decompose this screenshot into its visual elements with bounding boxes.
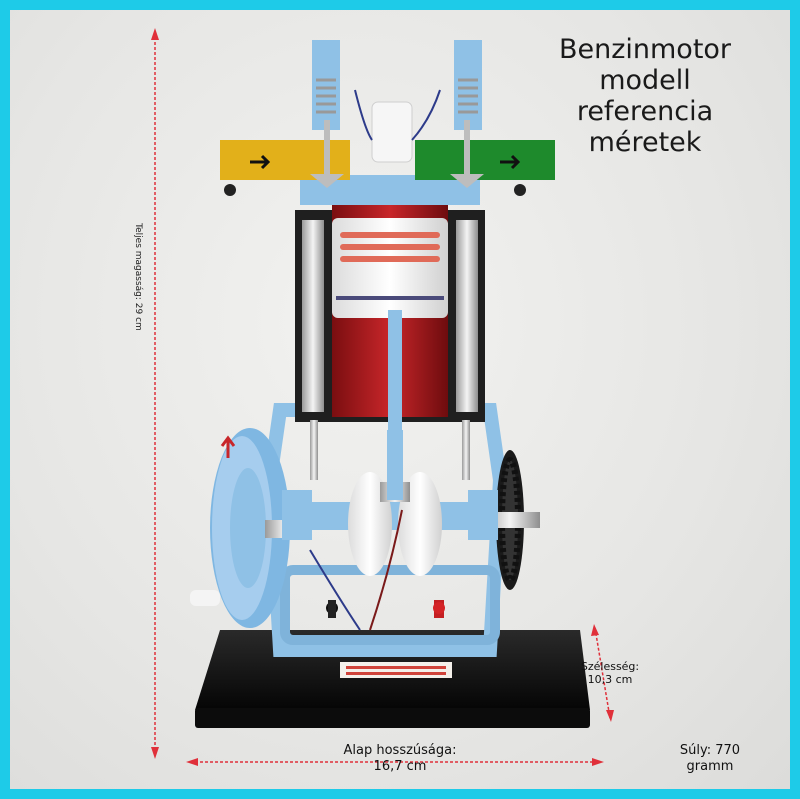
base-length-label-line-1: Alap hosszúsága: bbox=[343, 743, 457, 758]
width-label-line-2: 10,3 cm bbox=[587, 673, 633, 686]
cylinder-block bbox=[295, 205, 485, 480]
base-length-label-line-2: 16,7 cm bbox=[373, 759, 427, 774]
page-title: Benzinmotor modell referencia méretek bbox=[530, 34, 760, 158]
cylinder-head bbox=[220, 40, 555, 205]
width-label: Szélesség: 10,3 cm bbox=[570, 660, 650, 686]
title-line-1: Benzinmotor bbox=[558, 34, 732, 65]
dimension-arrows bbox=[151, 28, 614, 766]
weight-label-line-2: gramm bbox=[686, 759, 734, 774]
weight-label: Súly: 770 gramm bbox=[660, 743, 760, 775]
engine-model-illustration bbox=[151, 28, 614, 766]
title-line-2: modell referencia bbox=[576, 65, 714, 127]
crankshaft bbox=[282, 430, 498, 631]
base-length-label: Alap hosszúsága: 16,7 cm bbox=[310, 743, 490, 775]
height-label: Teljes magasság: 29 cm bbox=[133, 223, 143, 331]
weight-label-line-1: Súly: 770 bbox=[679, 743, 741, 758]
width-label-line-1: Szélesség: bbox=[580, 660, 640, 673]
title-line-3: méretek bbox=[588, 127, 702, 158]
